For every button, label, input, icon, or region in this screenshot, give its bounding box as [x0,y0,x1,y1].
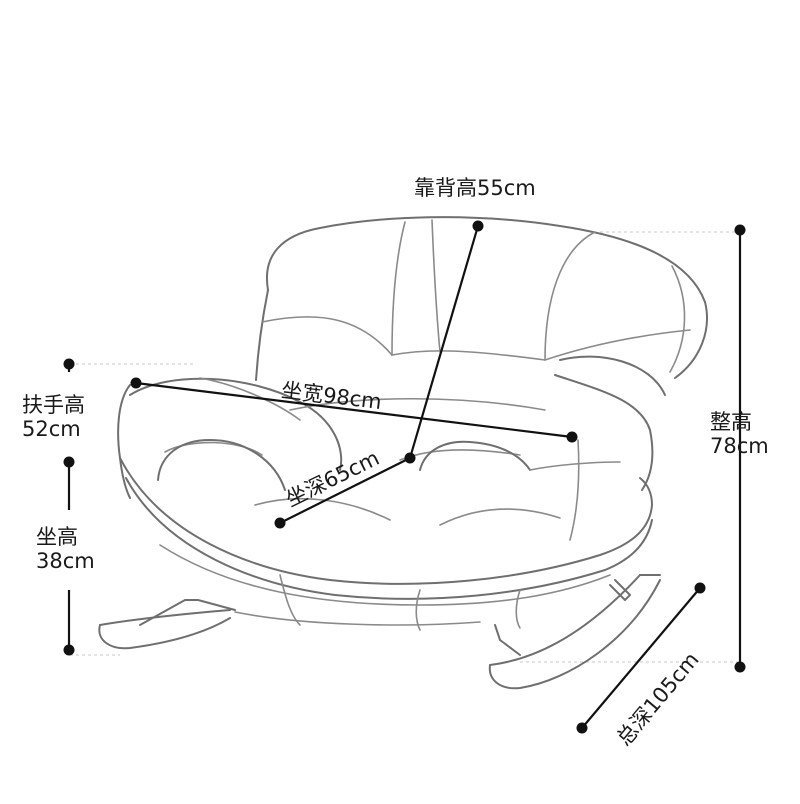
backrest-height-dot-top [472,220,484,232]
armrest-height-value: 52cm [22,417,81,441]
overall-depth-dot-top [694,582,706,594]
seat-depth-line [279,457,411,524]
seat-width-dot-right [566,431,578,443]
overall-height-label: 整高 78cm [710,410,769,458]
armrest-height-dot-top [63,358,75,370]
backrest [255,216,708,381]
seat-width-line [135,381,573,439]
armrest-height-dot-bottom [63,456,75,468]
armrest-height-name: 扶手高 [22,393,85,417]
seat-height-name: 坐高 [36,525,78,549]
overall-height-dot-bottom [734,661,746,673]
overall-height-dot-top [734,224,746,236]
seat-height-label: 坐高 38cm [36,525,95,573]
overall-depth-dot-bottom [576,722,588,734]
backrest-height-label: 靠背高55cm [414,176,536,200]
seat-depth-dot [274,517,286,529]
seat-height-dot-bottom [63,644,75,656]
right-armrest [419,374,654,541]
overall-depth-line [581,587,701,729]
left-armrest [117,377,301,499]
seat-height-value: 38cm [36,549,95,573]
armrest-height-label: 扶手高 52cm [22,393,85,441]
overall-height-value: 78cm [710,434,769,458]
rocker-base [98,574,661,690]
overall-height-name: 整高 [710,410,752,434]
seat-width-dot-left [130,377,142,389]
chair-base [119,457,653,631]
